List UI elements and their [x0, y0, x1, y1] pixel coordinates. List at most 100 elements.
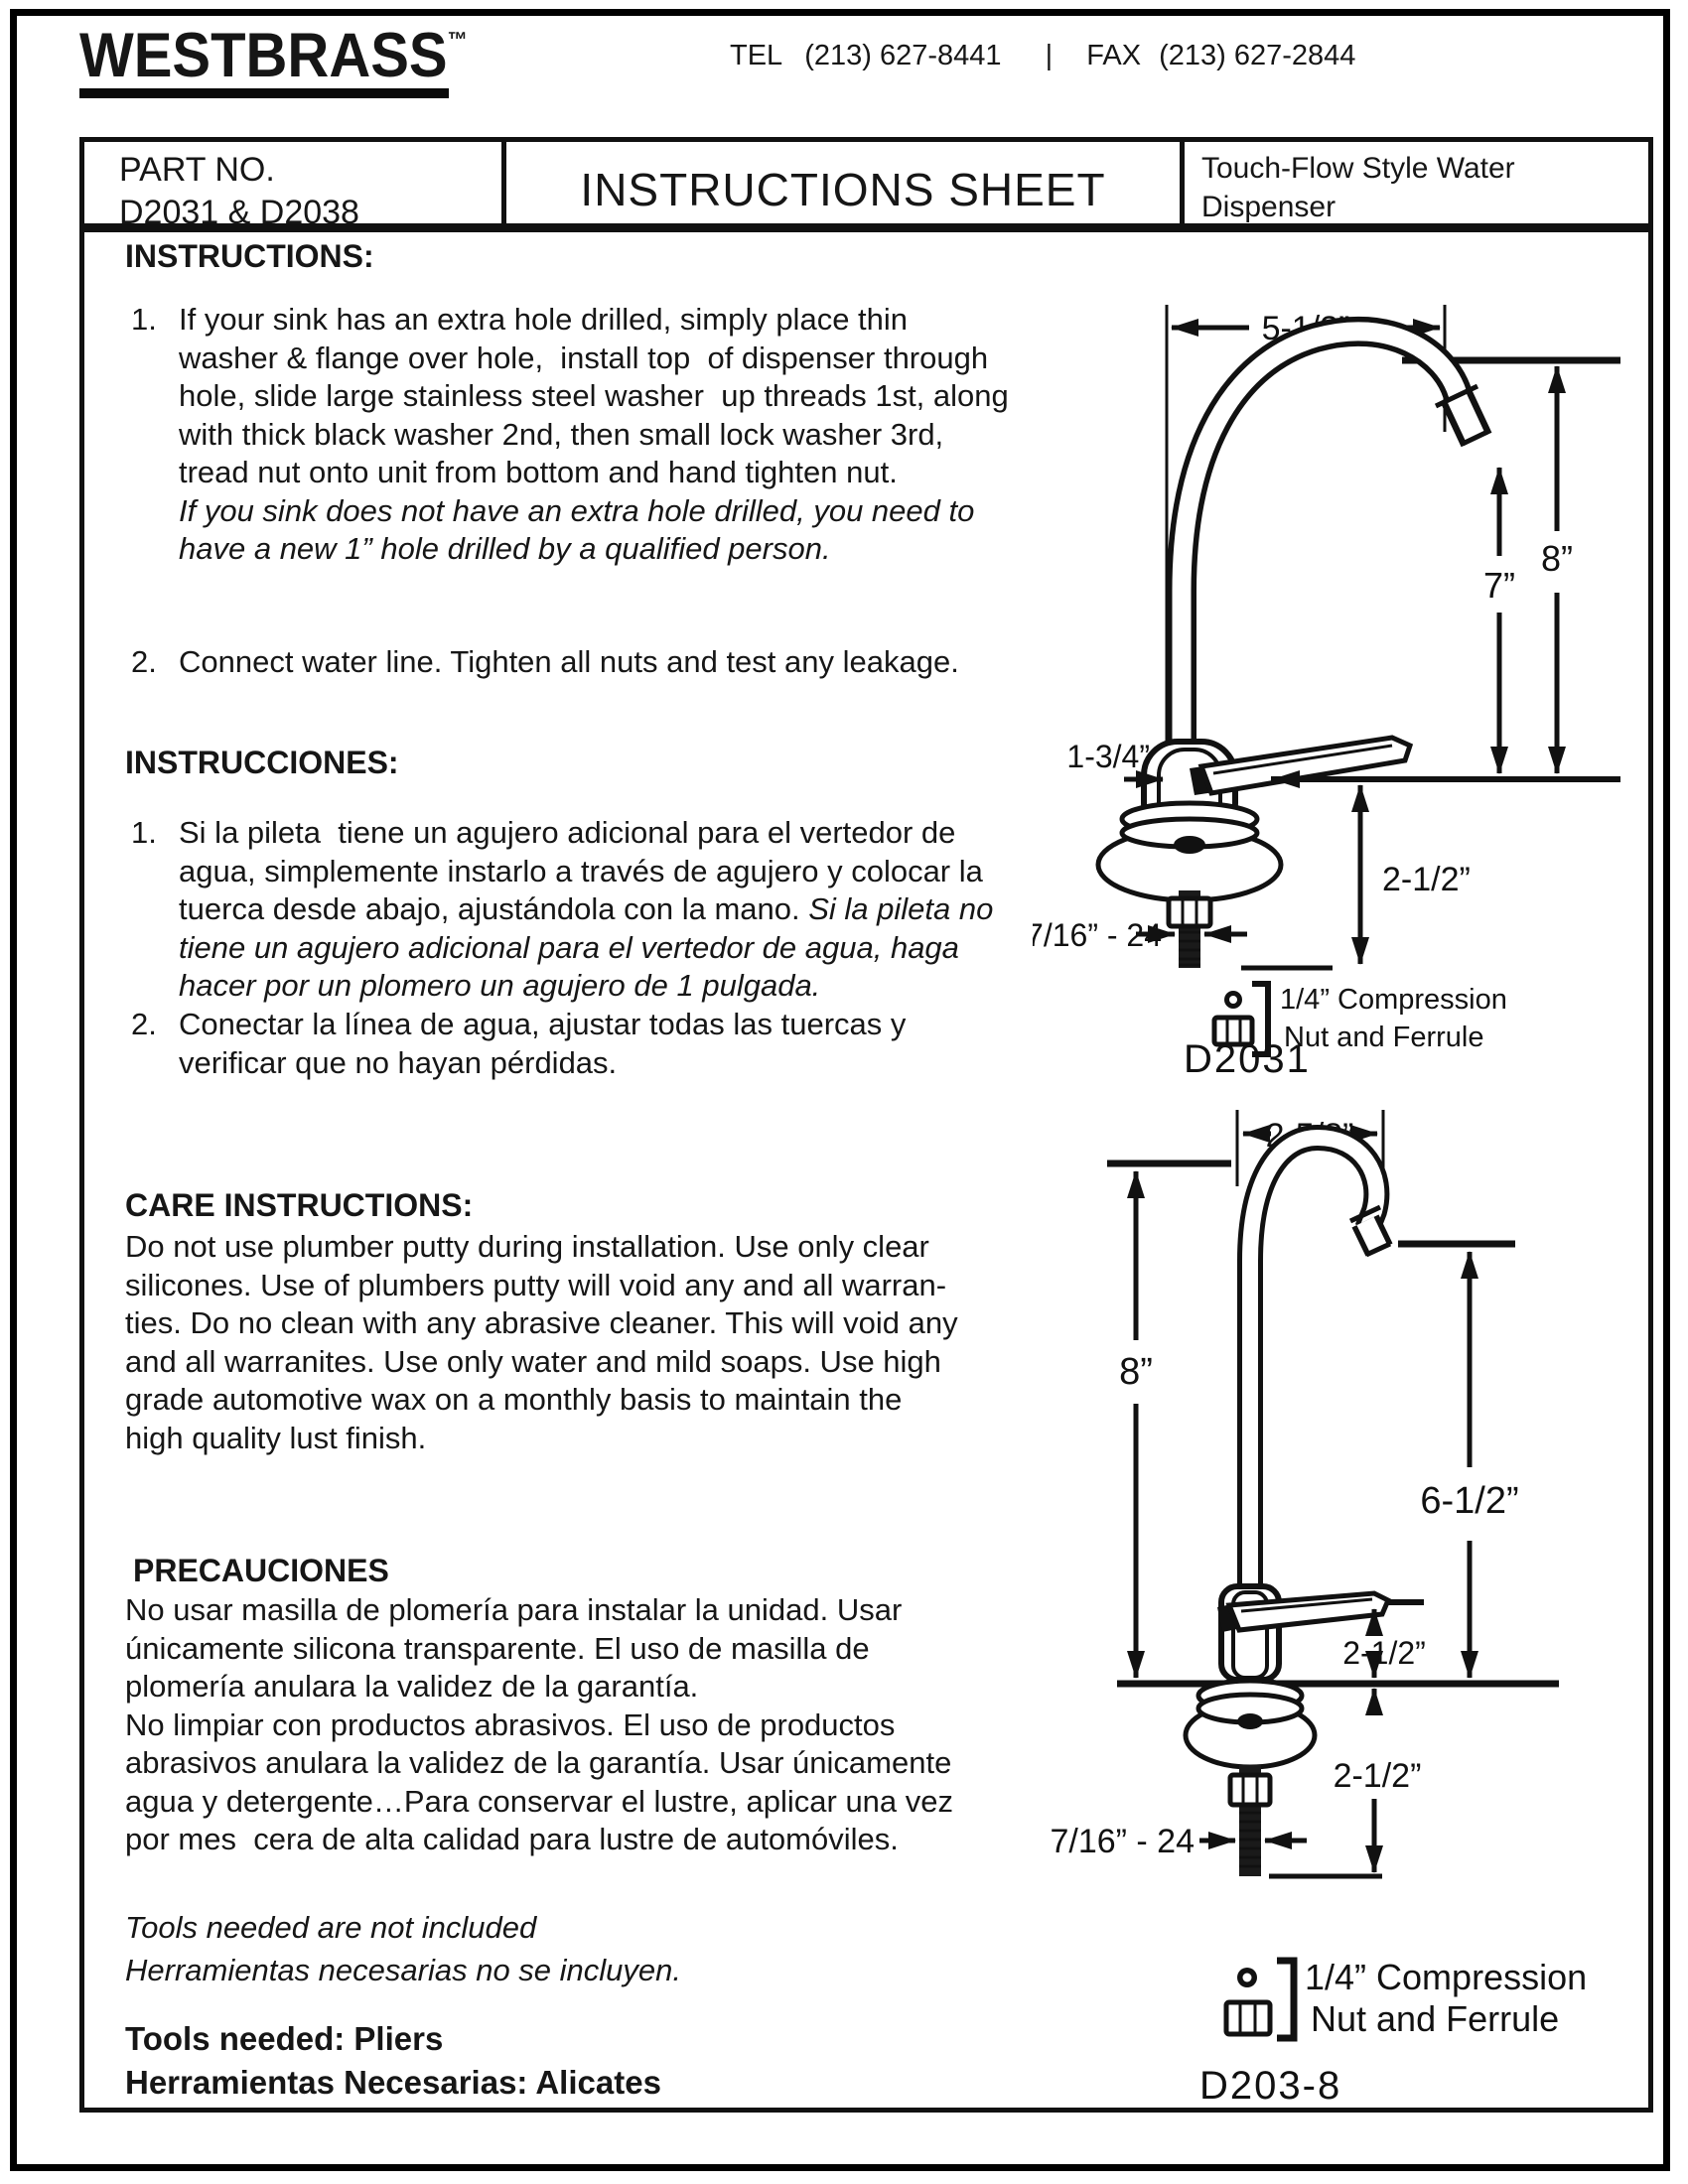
text-line: Do not use plumber putty during installa…: [125, 1229, 929, 1264]
brand-logo: WESTBRASS™: [79, 20, 468, 98]
diagram-d2031: 5-1/2” 8” 7”: [1033, 305, 1620, 1081]
dim-thread-label: 7/16” - 24: [1050, 1823, 1195, 1860]
list-number: 2.: [131, 644, 157, 679]
tools-needed: Tools needed: Pliers Herramientas Necesa…: [125, 2017, 661, 2105]
text-line: If your sink has an extra hole drilled, …: [179, 302, 909, 337]
faucet-handle: [1190, 735, 1414, 796]
text-line: únicamente silicona transparente. El uso…: [125, 1630, 870, 1666]
text-line: tread nut onto unit from bottom and hand…: [179, 455, 898, 489]
flange-washers: [1095, 800, 1284, 903]
model-label: D203-8: [1199, 2064, 1341, 2108]
list-number: 1.: [131, 815, 157, 850]
diagram-d203-8: 2-5/8” 8” 6-1/2”: [1050, 1110, 1587, 2108]
text-line-italic: have a new 1” hole drilled by a qualifie…: [179, 531, 831, 566]
text-line: No usar masilla de plomería para instala…: [125, 1592, 903, 1627]
text-line: Si la pileta tiene un agujero adicional …: [179, 815, 956, 850]
spout-tip-line: [1461, 429, 1489, 447]
bracket: [1252, 981, 1271, 1057]
text-line: high quality lust finish.: [125, 1420, 427, 1455]
spout-joint-line: [1434, 383, 1479, 409]
fax-label: FAX: [1086, 40, 1142, 71]
text-line-italic: tiene un agujero adicional para el verte…: [179, 929, 959, 965]
text-line: plomería anulara la validez de la garant…: [125, 1669, 699, 1704]
tools-note-en: Tools needed are not included: [125, 1910, 537, 1945]
compression-label-2: Nut and Ferrule: [1311, 1998, 1559, 2039]
tel-fax-separator: |: [1045, 40, 1054, 71]
text-line: agua y detergente…Para conservar el lust…: [125, 1783, 954, 1819]
text-line: por mes cera de alta calidad para lustre…: [125, 1822, 899, 1856]
text-line: grade automotive wax on a monthly basis …: [125, 1382, 903, 1417]
dim-flange-label: 1-3/4”: [1066, 739, 1150, 774]
dim-height-outer-label: 8”: [1541, 538, 1573, 579]
compression-label-1: 1/4” Compression: [1305, 1957, 1587, 1997]
tel-label: TEL: [730, 40, 783, 71]
dim-height-inner-label: 7”: [1483, 565, 1515, 606]
dim-below-label: 2-1/2”: [1382, 861, 1471, 898]
faucet-handle: [1217, 1590, 1392, 1633]
dim-below-label: 2-1/2”: [1334, 1757, 1422, 1795]
page-border: [10, 9, 1670, 2171]
text-line: hole, slide large stainless steel washer…: [179, 378, 1009, 413]
tools-note-es: Herramientas necesarias no se incluyen.: [125, 1953, 681, 1987]
instrucciones-heading: INSTRUCCIONES:: [125, 745, 399, 780]
content-box: [79, 137, 1653, 2113]
text-line: verificar que no hayan pérdidas.: [179, 1044, 618, 1080]
threaded-stud: [1227, 1765, 1273, 1876]
threaded-stud: [1166, 890, 1213, 968]
instrucciones-item-1: Si la pileta tiene un agujero adicional …: [179, 814, 993, 1006]
compression-label-2: Nut and Ferrule: [1284, 1022, 1484, 1053]
header-divider-1: [501, 142, 506, 223]
text-line: abrasivos anulara la validez de la garan…: [125, 1745, 952, 1780]
text-roman: tuerca desde abajo, ajustándola con la m…: [179, 891, 800, 926]
text-line: washer & flange over hole, install top o…: [179, 340, 989, 375]
tools-needed-en: Tools needed: Pliers: [125, 2020, 444, 2057]
faucet-spout: [1237, 1124, 1393, 1673]
brand-logo-text: WESTBRASS™: [79, 20, 468, 91]
text-italic: Si la pileta no: [808, 891, 994, 926]
text-line-italic: hacer por un plomero un agujero de 1 pul…: [179, 968, 821, 1003]
precauciones-body: No usar masilla de plomería para instala…: [125, 1591, 953, 1859]
text-line: with thick black washer 2nd, then small …: [179, 416, 944, 452]
instrucciones-item-2: Conectar la línea de agua, ajustar todas…: [179, 1006, 906, 1082]
text-line: agua, simplemente instarlo a través de a…: [179, 853, 983, 888]
part-no-value: D2031 & D2038: [119, 194, 359, 231]
flange-washers: [1183, 1678, 1318, 1770]
precauciones-heading: PRECAUCIONES: [133, 1553, 389, 1588]
text-line: ties. Do no clean with any abrasive clea…: [125, 1305, 958, 1340]
text-line: Conectar la línea de agua, ajustar todas…: [179, 1007, 907, 1041]
list-number: 2.: [131, 1007, 157, 1041]
spout-tip-line: [1364, 1241, 1392, 1258]
model-label: D2031: [1184, 1037, 1311, 1081]
sheet-title: INSTRUCTIONS SHEET: [580, 164, 1106, 215]
care-heading: CARE INSTRUCTIONS:: [125, 1187, 474, 1223]
compression-label-1: 1/4” Compression: [1280, 984, 1507, 1016]
fax-number: (213) 627-2844: [1159, 40, 1356, 71]
text-line-mixed: tuerca desde abajo, ajustándola con la m…: [179, 890, 993, 929]
text-line: No limpiar con productos abrasivos. El u…: [125, 1706, 896, 1742]
dim-height-right-label: 6-1/2”: [1420, 1480, 1518, 1522]
tools-needed-es: Herramientas Necesarias: Alicates: [125, 2064, 661, 2101]
care-body: Do not use plumber putty during installa…: [125, 1228, 958, 1457]
part-number-cell: PART NO. D2031 & D2038: [119, 149, 359, 234]
header-divider-2: [1180, 142, 1185, 223]
tel-number: (213) 627-8441: [804, 40, 1002, 71]
tools-note: Tools needed are not included Herramient…: [125, 1906, 681, 1991]
contact-line: TEL (213) 627-8441 | FAX (213) 627-2844: [730, 40, 1355, 72]
instructions-item-2: Connect water line. Tighten all nuts and…: [179, 643, 959, 682]
trademark-symbol: ™: [447, 28, 468, 53]
faucet-spout: [1167, 316, 1492, 750]
list-number: 1.: [131, 302, 157, 337]
product-name: Touch-Flow Style Water Dispenser: [1201, 152, 1515, 223]
part-no-label: PART NO.: [119, 151, 275, 189]
brand-name: WESTBRASS: [79, 21, 448, 91]
text-line: silicones. Use of plumbers putty will vo…: [125, 1267, 947, 1302]
spout-joint-line: [1348, 1204, 1382, 1224]
text-line: and all warranites. Use only water and m…: [125, 1343, 941, 1379]
text-line: Connect water line. Tighten all nuts and…: [179, 644, 959, 679]
instructions-item-1: If your sink has an extra hole drilled, …: [179, 301, 1009, 569]
dim-handle-label: 2-1/2”: [1342, 1635, 1426, 1671]
brand-logo-underline: [79, 88, 449, 98]
text-line-italic: If you sink does not have an extra hole …: [179, 492, 975, 528]
bracket: [1277, 1957, 1298, 2042]
